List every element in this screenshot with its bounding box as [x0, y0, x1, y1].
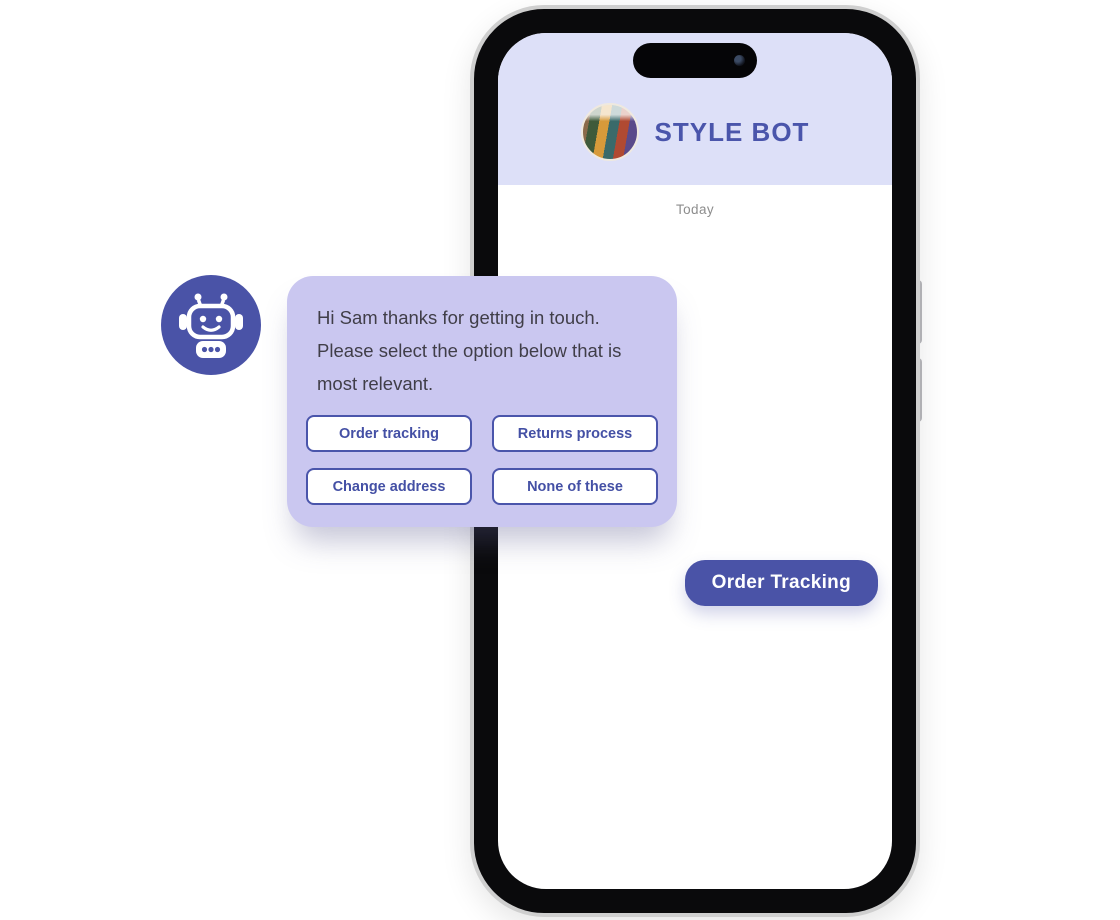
- option-none-of-these[interactable]: None of these: [492, 468, 658, 505]
- option-order-tracking[interactable]: Order tracking: [306, 415, 472, 452]
- bot-message-text: Hi Sam thanks for getting in touch. Plea…: [317, 307, 622, 394]
- bot-avatar: [161, 275, 261, 375]
- user-message-bubble: Order Tracking: [684, 560, 878, 606]
- camera-icon: [734, 55, 745, 66]
- robot-icon: [161, 275, 261, 375]
- dynamic-island: [633, 43, 757, 78]
- date-label: Today: [675, 202, 715, 217]
- page-title: STYLE BOT: [654, 116, 810, 147]
- option-returns-process[interactable]: Returns process: [492, 415, 658, 452]
- bot-message-card: Hi Sam thanks for getting in touch. Plea…: [287, 276, 677, 527]
- chat-area: Order Tracking: [498, 185, 892, 889]
- option-change-address[interactable]: Change address: [306, 468, 472, 505]
- quick-reply-options: Order tracking Returns process Change ad…: [304, 415, 660, 505]
- style-bot-avatar: [580, 103, 639, 161]
